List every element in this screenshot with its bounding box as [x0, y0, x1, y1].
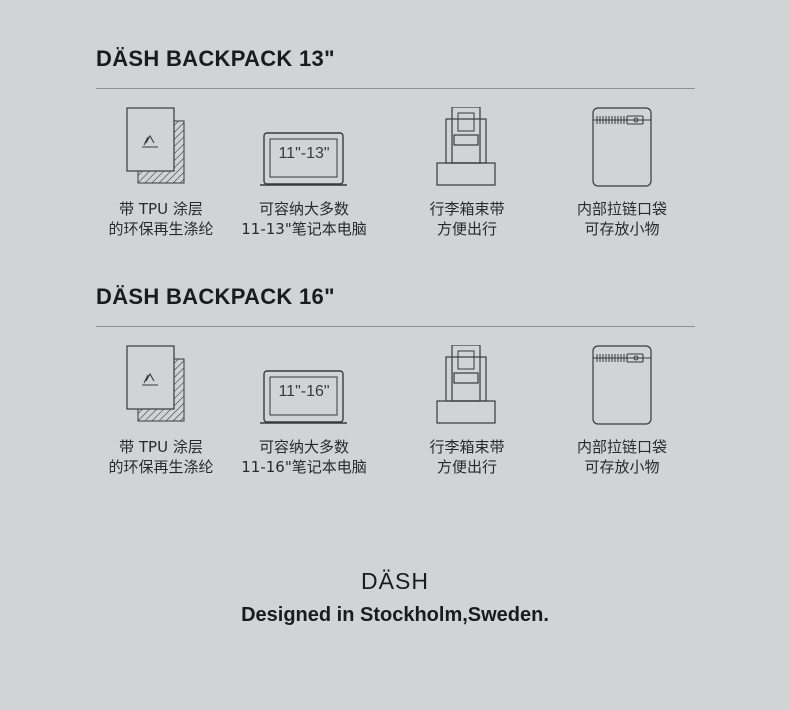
divider [96, 88, 695, 89]
caption-line: 带 TPU 涂层 [119, 200, 203, 218]
product-section-13: DÄSH BACKPACK 13" 带 TPU 涂层 的环保再生涤纶 [96, 42, 695, 239]
caption-line: 行李箱束带 [429, 200, 505, 218]
caption-line: 的环保再生涤纶 [108, 220, 214, 238]
feature-zip-pocket: 内部拉链口袋 可存放小物 [547, 345, 697, 477]
laptop-icon: 11"-16" [229, 345, 379, 427]
caption-line: 方便出行 [436, 220, 497, 238]
recycle-sheet-icon [86, 345, 236, 427]
product-section-16: DÄSH BACKPACK 16" 带 TPU 涂层 的环保再生涤纶 [96, 280, 695, 477]
feature-row: 带 TPU 涂层 的环保再生涤纶 11"-16" 可容纳大多数 11-16"笔记… [96, 327, 695, 477]
brand-wordmark: DÄSH [361, 568, 429, 594]
laptop-size-label: 11"-16" [278, 383, 330, 400]
caption-line: 11-16"笔记本电脑 [241, 458, 367, 476]
laptop-size-label: 11"-13" [278, 145, 330, 162]
feature-luggage-strap: 行李箱束带 方便出行 [392, 345, 542, 477]
caption-line: 11-13"笔记本电脑 [241, 220, 367, 238]
caption-line: 可存放小物 [584, 458, 660, 476]
section-title: DÄSH BACKPACK 16" [96, 284, 335, 309]
caption-line: 可存放小物 [584, 220, 660, 238]
feature-material: 带 TPU 涂层 的环保再生涤纶 [86, 345, 236, 477]
feature-caption: 行李箱束带 方便出行 [392, 437, 542, 477]
section-title: DÄSH BACKPACK 13" [96, 46, 335, 71]
caption-line: 内部拉链口袋 [576, 438, 667, 456]
feature-caption: 行李箱束带 方便出行 [392, 199, 542, 239]
feature-zip-pocket: 内部拉链口袋 可存放小物 [547, 107, 697, 239]
feature-caption: 内部拉链口袋 可存放小物 [547, 199, 697, 239]
feature-luggage-strap: 行李箱束带 方便出行 [392, 107, 542, 239]
luggage-strap-icon [392, 107, 542, 189]
caption-line: 带 TPU 涂层 [119, 438, 203, 456]
feature-caption: 可容纳大多数 11-13"笔记本电脑 [229, 199, 379, 239]
zipper-pocket-icon [547, 345, 697, 427]
feature-material: 带 TPU 涂层 的环保再生涤纶 [86, 107, 236, 239]
caption-line: 方便出行 [436, 458, 497, 476]
feature-laptop: 11"-16" 可容纳大多数 11-16"笔记本电脑 [229, 345, 379, 477]
caption-line: 的环保再生涤纶 [108, 458, 214, 476]
caption-line: 行李箱束带 [429, 438, 505, 456]
feature-caption: 带 TPU 涂层 的环保再生涤纶 [86, 437, 236, 477]
luggage-strap-icon [392, 345, 542, 427]
divider [96, 326, 695, 327]
caption-line: 可容纳大多数 [258, 438, 349, 456]
brand-tagline: Designed in Stockholm,Sweden. [241, 604, 549, 626]
feature-row: 带 TPU 涂层 的环保再生涤纶 11"-13" 可容纳大多数 11-13"笔记… [96, 89, 695, 239]
caption-line: 内部拉链口袋 [576, 200, 667, 218]
feature-caption: 内部拉链口袋 可存放小物 [547, 437, 697, 477]
caption-line: 可容纳大多数 [258, 200, 349, 218]
zipper-pocket-icon [547, 107, 697, 189]
laptop-icon: 11"-13" [229, 107, 379, 189]
feature-caption: 带 TPU 涂层 的环保再生涤纶 [86, 199, 236, 239]
feature-laptop: 11"-13" 可容纳大多数 11-13"笔记本电脑 [229, 107, 379, 239]
feature-caption: 可容纳大多数 11-16"笔记本电脑 [229, 437, 379, 477]
recycle-sheet-icon [86, 107, 236, 189]
